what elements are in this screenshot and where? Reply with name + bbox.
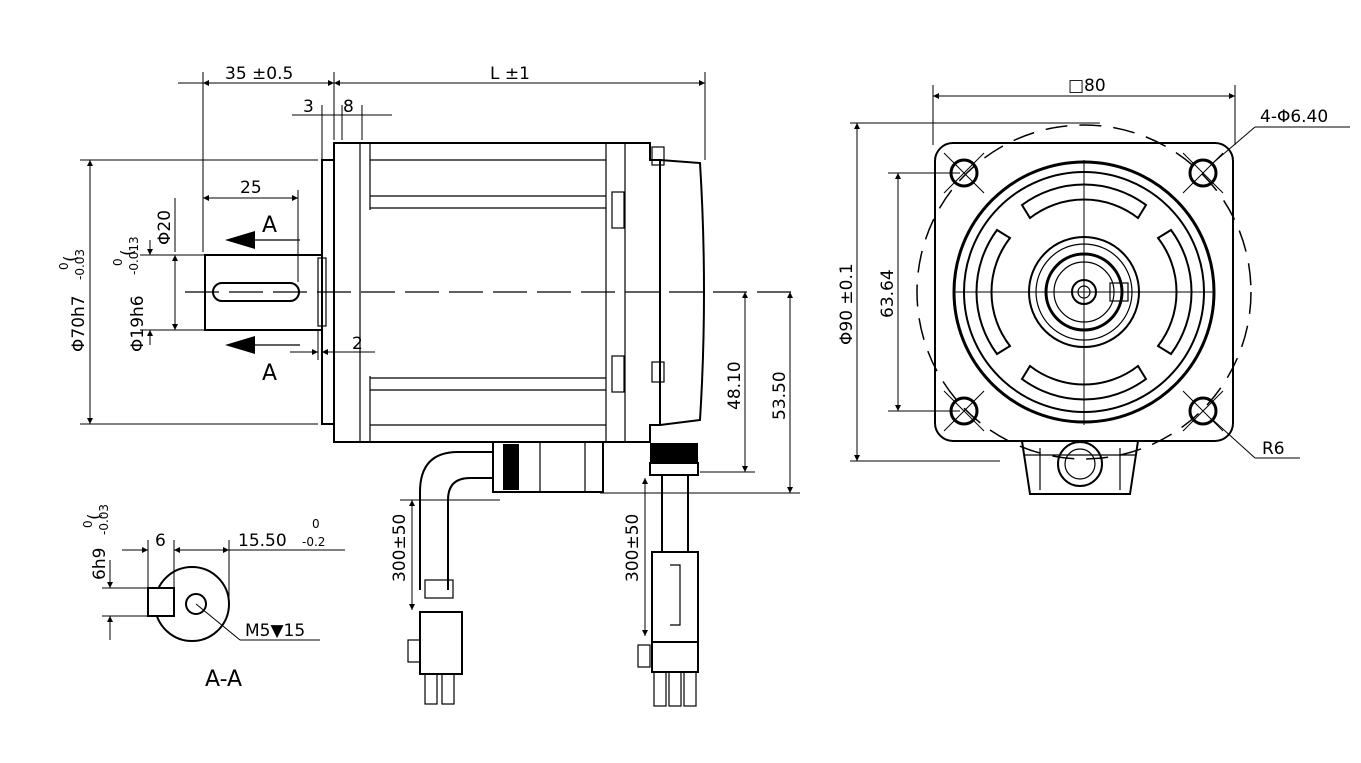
dim-key-length: 25 xyxy=(240,178,262,198)
tol-key-paren: ( xyxy=(85,513,105,520)
rear-bolt-bottom xyxy=(651,361,665,383)
tol-key-depth-lower: -0.2 xyxy=(302,535,325,549)
front-flange-square xyxy=(934,142,1234,442)
power-connector-band xyxy=(503,444,519,490)
tol-key-depth-upper: 0 xyxy=(312,517,320,531)
rear-bolt-top xyxy=(651,146,665,166)
tol-pilot-upper: 0 xyxy=(57,262,71,270)
dim-square: □80 xyxy=(1068,76,1106,96)
mount-hole-br xyxy=(1188,396,1218,426)
encoder-cap xyxy=(659,159,705,426)
power-connector-housing xyxy=(492,441,604,493)
dim-key-6: 6 xyxy=(155,531,166,551)
tol-shaft-paren: ( xyxy=(118,249,138,256)
dim-height-5350: 53.50 xyxy=(770,371,790,420)
dim-corner-radius: R6 xyxy=(1262,439,1285,459)
encoder-connector-band xyxy=(650,443,698,463)
dim-cable-2: 300±50 xyxy=(623,514,643,582)
dim-pilot-dia: Φ70h7 xyxy=(69,295,89,352)
dim-key-depth: 15.50 xyxy=(238,531,287,551)
body-bolt-top xyxy=(611,191,625,229)
tol-key-lower: -0.03 xyxy=(97,504,111,535)
section-label-top: A xyxy=(262,213,277,238)
section-thread xyxy=(185,593,207,615)
tol-key-upper: 0 xyxy=(81,520,95,528)
front-view: □80 4-Φ6.40 Φ90 ±0.1 63.64 R6 xyxy=(837,76,1350,495)
bolt-circle xyxy=(916,124,1252,460)
section-arrow-top xyxy=(225,231,255,249)
dim-hole-pitch: 63.64 xyxy=(878,269,898,318)
dim-shaft-dia: Φ20 xyxy=(155,210,175,245)
slot-bottom xyxy=(1020,364,1148,401)
dim-thread: M5▼15 xyxy=(245,621,305,641)
section-key xyxy=(147,587,175,617)
dim-shaft-fit: Φ19h6 xyxy=(128,295,148,352)
dim-key-width: 6h9 xyxy=(90,548,110,580)
dim-flange-8: 8 xyxy=(343,97,354,117)
section-view-a-a: M5▼15 6 15.50 0 -0.2 6h9 0 -0.03 ( A-A xyxy=(81,504,345,692)
shaft xyxy=(204,254,323,331)
body-bolt-bottom xyxy=(611,355,625,393)
tol-shaft-upper: 0 xyxy=(111,258,125,266)
dim-height-4810: 48.10 xyxy=(725,361,745,410)
dim-body-length: L ±1 xyxy=(490,64,530,84)
tol-pilot-paren: ( xyxy=(61,255,81,262)
shaft-key xyxy=(212,282,300,302)
dim-shaft-length: 35 ±0.5 xyxy=(225,64,293,84)
slot-left xyxy=(975,228,1012,356)
tol-pilot-lower: -0.03 xyxy=(73,249,87,280)
tol-shaft-lower: -0.013 xyxy=(127,236,141,275)
section-view-title: A-A xyxy=(205,667,242,692)
dim-cable-1: 300±50 xyxy=(390,514,410,582)
dim-offset-2: 2 xyxy=(352,334,363,354)
power-plug xyxy=(419,611,463,675)
mount-hole-tr xyxy=(1188,158,1218,188)
power-cable xyxy=(419,451,493,590)
slot-top xyxy=(1020,183,1148,220)
slot-right xyxy=(1156,228,1193,356)
side-view: A A 35 ±0 xyxy=(57,64,800,707)
section-arrow-bottom xyxy=(225,336,255,354)
dim-flange-3: 3 xyxy=(303,97,314,117)
section-label-bottom: A xyxy=(262,361,277,386)
dim-holes: 4-Φ6.40 xyxy=(1260,107,1328,127)
front-connector xyxy=(1021,440,1139,495)
dim-bolt-circle: Φ90 ±0.1 xyxy=(837,263,857,345)
